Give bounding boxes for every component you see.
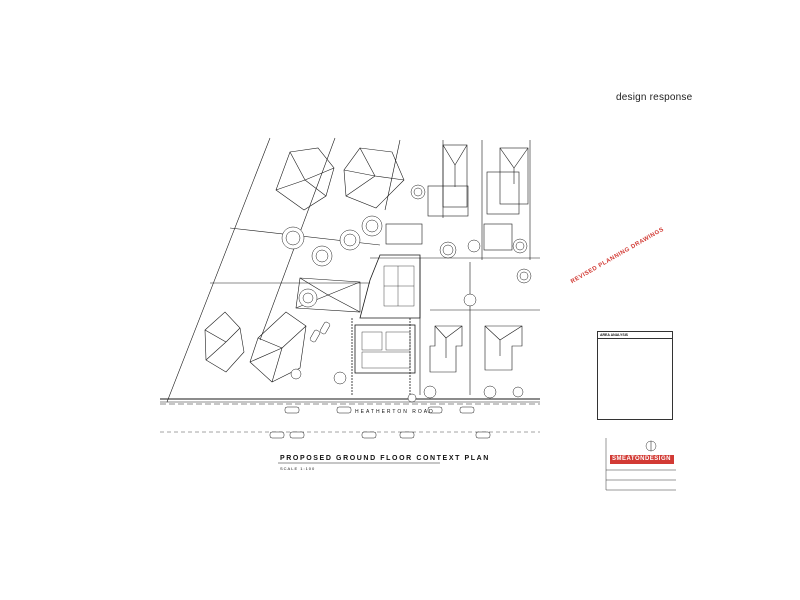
tree-icon — [512, 386, 524, 398]
area-analysis-table: AREA ANALYSIS — [597, 331, 673, 420]
neighbour-house — [204, 311, 245, 373]
car-icon — [289, 431, 305, 439]
neighbour-house — [484, 325, 523, 371]
car-icon — [459, 406, 475, 414]
car-icon — [361, 431, 377, 439]
car-icon — [336, 406, 352, 414]
section-label: design response — [616, 92, 693, 103]
tree-icon — [467, 239, 481, 253]
tree-icon — [311, 245, 333, 267]
tree-icon — [333, 371, 347, 385]
car-icon — [309, 329, 321, 343]
plan-scale: SCALE 1:100 — [280, 466, 316, 471]
plan-title: PROPOSED GROUND FLOOR CONTEXT PLAN — [280, 455, 490, 462]
car-icon — [269, 431, 285, 439]
tree-icon — [423, 385, 437, 399]
neighbour-house — [385, 223, 513, 251]
neighbour-house — [427, 144, 469, 217]
tree-icon — [407, 393, 417, 403]
area-analysis-title: AREA ANALYSIS — [598, 332, 672, 339]
north-arrow-icon — [645, 440, 657, 452]
neighbour-house — [486, 147, 529, 215]
neighbour-house — [343, 147, 405, 209]
tree-icon — [512, 238, 528, 254]
neighbour-house — [275, 147, 335, 211]
neighbour-house — [429, 325, 463, 373]
car-icon — [475, 431, 491, 439]
tree-icon — [298, 288, 318, 308]
tree-icon — [281, 226, 305, 250]
trees — [281, 184, 532, 403]
car-icon — [319, 321, 331, 335]
cars — [269, 321, 491, 439]
tree-icon — [339, 229, 361, 251]
car-icon — [284, 406, 300, 414]
tree-icon — [290, 368, 302, 380]
tree-icon — [463, 293, 477, 307]
title-block-frame — [605, 438, 676, 491]
firm-logo: SMEATONDESIGN — [610, 455, 674, 464]
tree-icon — [410, 184, 426, 200]
road-name: HEATHERTON ROAD — [355, 409, 435, 415]
tree-icon — [439, 241, 457, 259]
neighbour-house — [249, 311, 307, 383]
tree-icon — [516, 268, 532, 284]
proposed-development — [351, 254, 421, 395]
lot-line — [166, 137, 271, 403]
lot-line — [384, 139, 401, 211]
car-icon — [427, 406, 443, 414]
car-icon — [399, 431, 415, 439]
area-analysis-row — [598, 403, 672, 407]
tree-icon — [483, 385, 497, 399]
tree-icon — [361, 215, 383, 237]
